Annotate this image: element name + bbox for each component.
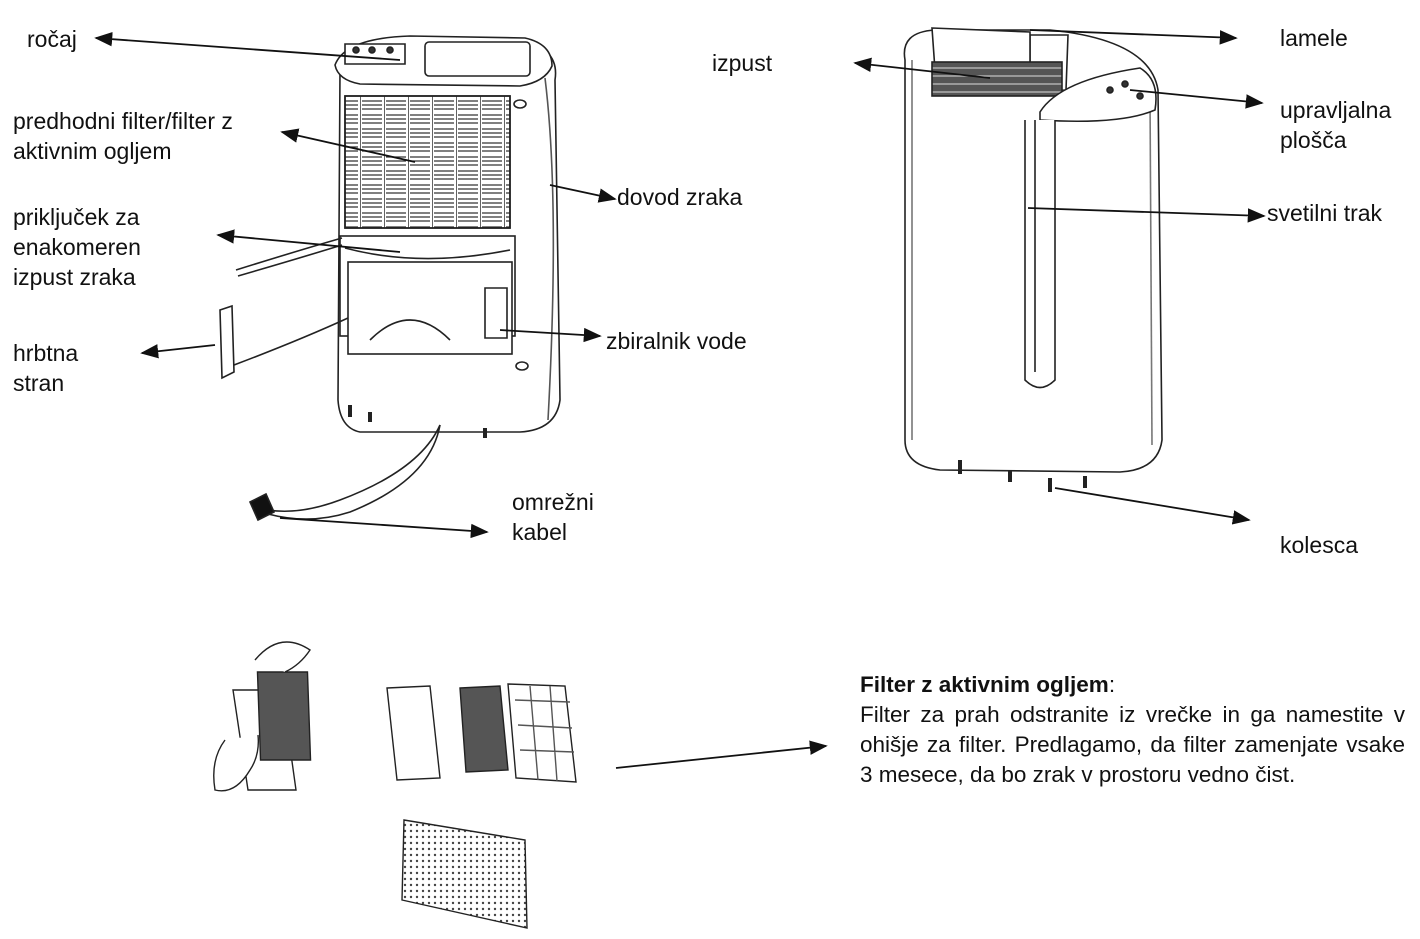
label-predhodni-filter: predhodni filter/filter z aktivnim oglje… bbox=[13, 106, 233, 166]
arrow-upravljalna-plosca bbox=[1129, 89, 1264, 109]
dehumidifier-back-view bbox=[219, 35, 561, 522]
label-omrezni-kabel: omrežni kabel bbox=[512, 487, 594, 547]
label-hrbtna-stran: hrbtna stran bbox=[13, 338, 78, 398]
arrow-dovod-zraka bbox=[549, 184, 617, 203]
filter-description: Filter z aktivnim ogljem: Filter za prah… bbox=[860, 670, 1405, 790]
label-prikljucek-line-1: priključek za bbox=[13, 204, 140, 230]
arrow-kolesca bbox=[1054, 487, 1251, 525]
label-omrezni-kabel-line-2: kabel bbox=[512, 519, 567, 545]
label-upravljalna-plosca: upravljalna plošča bbox=[1280, 95, 1391, 155]
label-lamele: lamele bbox=[1280, 25, 1348, 51]
filter-description-colon: : bbox=[1108, 672, 1116, 697]
label-zbiralnik-vode: zbiralnik vode bbox=[606, 328, 747, 354]
label-predhodni-filter-line-1: predhodni filter/filter z bbox=[13, 108, 233, 134]
label-izpust: izpust bbox=[712, 50, 773, 76]
label-svetilni-trak: svetilni trak bbox=[1267, 200, 1383, 226]
arrow-hrbtna-stran bbox=[140, 344, 216, 359]
arrow-lamele bbox=[1029, 29, 1238, 45]
label-upravljalna-plosca-line-1: upravljalna bbox=[1280, 97, 1392, 123]
label-dovod-zraka: dovod zraka bbox=[617, 184, 743, 210]
arrow-filter-info bbox=[615, 740, 828, 769]
label-prikljucek-line-2: enakomeren bbox=[13, 234, 141, 260]
arrow-prikljucek bbox=[216, 229, 401, 253]
filter-illustrations bbox=[213, 641, 577, 929]
filter-description-heading: Filter z aktivnim ogljem: bbox=[860, 670, 1405, 700]
filter-description-title: Filter z aktivnim ogljem bbox=[860, 672, 1109, 697]
label-predhodni-filter-line-2: aktivnim ogljem bbox=[13, 138, 172, 164]
label-hrbtna-stran-line-1: hrbtna bbox=[13, 340, 79, 366]
filter-description-body: Filter za prah odstranite iz vrečke in g… bbox=[860, 702, 1405, 787]
label-rocaj: ročaj bbox=[27, 26, 77, 52]
arrow-omrezni-kabel bbox=[279, 517, 489, 539]
arrow-zbiralnik-vode bbox=[499, 327, 602, 343]
arrow-svetilni-trak bbox=[1027, 207, 1266, 223]
label-hrbtna-stran-line-2: stran bbox=[13, 370, 65, 396]
arrow-predhodni-filter bbox=[280, 128, 416, 163]
arrow-rocaj bbox=[94, 31, 401, 61]
leader-arrows bbox=[94, 29, 1266, 769]
label-kolesca: kolesca bbox=[1280, 532, 1358, 558]
dehumidifier-front-view bbox=[903, 27, 1163, 492]
arrow-izpust bbox=[853, 57, 991, 79]
label-prikljucek-line-3: izpust zraka bbox=[13, 264, 136, 290]
label-prikljucek: priključek za enakomeren izpust zraka bbox=[13, 202, 141, 292]
label-upravljalna-plosca-line-2: plošča bbox=[1280, 127, 1347, 153]
label-omrezni-kabel-line-1: omrežni bbox=[512, 489, 594, 515]
